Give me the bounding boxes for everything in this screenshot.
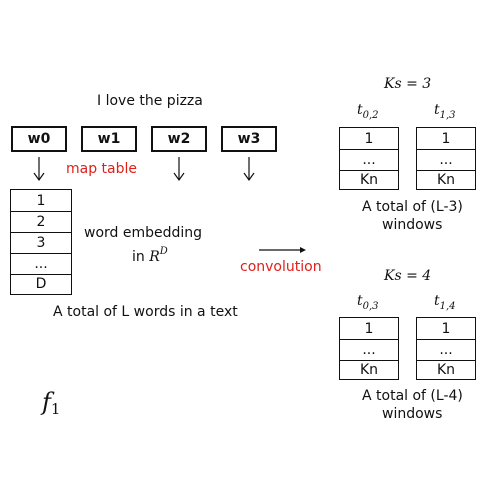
window-cell: ... <box>340 339 398 360</box>
window-symbol: t <box>357 102 363 118</box>
window-label: t1,3 <box>434 102 456 121</box>
embedding-cell: D <box>11 274 71 293</box>
window-cell: Kn <box>417 170 475 189</box>
kernel-size-label: Ks = 3 <box>384 76 432 92</box>
window-subscript: 1,4 <box>439 301 456 312</box>
total-windows-label: A total of (L-4) <box>362 388 463 404</box>
convolution-label: convolution <box>240 259 322 275</box>
map-table-label: map table <box>66 161 138 177</box>
embedding-cell: ... <box>11 253 71 274</box>
window-cell: 1 <box>441 320 451 337</box>
total-windows-label-cont: windows <box>382 406 443 422</box>
function-subscript: 1 <box>50 400 61 418</box>
window-subscript: 1,3 <box>439 110 456 121</box>
down-arrow-icon <box>33 157 45 182</box>
embedding-space-dim: D <box>159 246 168 257</box>
embedding-label: word embedding <box>84 225 203 241</box>
window-vector: 1 ... Kn <box>339 127 399 190</box>
window-cell: 1 <box>364 130 374 147</box>
window-cell: ... <box>417 149 475 170</box>
window-vector: 1 ... Kn <box>416 317 476 380</box>
window-label: t0,2 <box>357 102 379 121</box>
total-windows-label-cont: windows <box>382 217 443 233</box>
window-cell: ... <box>417 339 475 360</box>
window-subscript: 0,3 <box>362 301 379 312</box>
window-symbol: t <box>357 293 363 309</box>
word-box-w0: w0 <box>11 126 67 152</box>
window-cell: Kn <box>417 360 475 379</box>
window-label: t1,4 <box>434 293 456 312</box>
right-arrow-icon <box>259 247 306 253</box>
embedding-space-prefix: in <box>132 249 150 265</box>
embedding-space-symbol: R <box>149 249 160 265</box>
total-windows-label: A total of (L-3) <box>362 199 463 215</box>
window-symbol: t <box>434 102 440 118</box>
embedding-vector: 1 2 3 ... D <box>10 189 72 295</box>
word-box-w1: w1 <box>81 126 137 152</box>
window-vector: 1 ... Kn <box>339 317 399 380</box>
window-subscript: 0,2 <box>362 110 379 121</box>
down-arrow-icon <box>173 157 185 182</box>
window-label: t0,3 <box>357 293 379 312</box>
window-cell: 1 <box>364 320 374 337</box>
embedding-space-label: in RD <box>132 246 168 265</box>
word-box-w3: w3 <box>221 126 277 152</box>
window-cell: 1 <box>441 130 451 147</box>
window-cell: Kn <box>340 170 398 189</box>
function-symbol: f <box>42 388 51 416</box>
window-cell: ... <box>340 149 398 170</box>
kernel-size-label: Ks = 4 <box>384 268 432 284</box>
down-arrow-icon <box>243 157 255 182</box>
embedding-cell: 3 <box>11 232 71 253</box>
total-words-label: A total of L words in a text <box>53 304 238 320</box>
function-label: f1 <box>42 388 60 418</box>
window-cell: Kn <box>340 360 398 379</box>
embedding-cell: 1 <box>36 192 46 209</box>
window-vector: 1 ... Kn <box>416 127 476 190</box>
window-symbol: t <box>434 293 440 309</box>
word-box-w2: w2 <box>151 126 207 152</box>
embedding-cell: 2 <box>11 211 71 232</box>
input-sentence: I love the pizza <box>97 93 203 109</box>
